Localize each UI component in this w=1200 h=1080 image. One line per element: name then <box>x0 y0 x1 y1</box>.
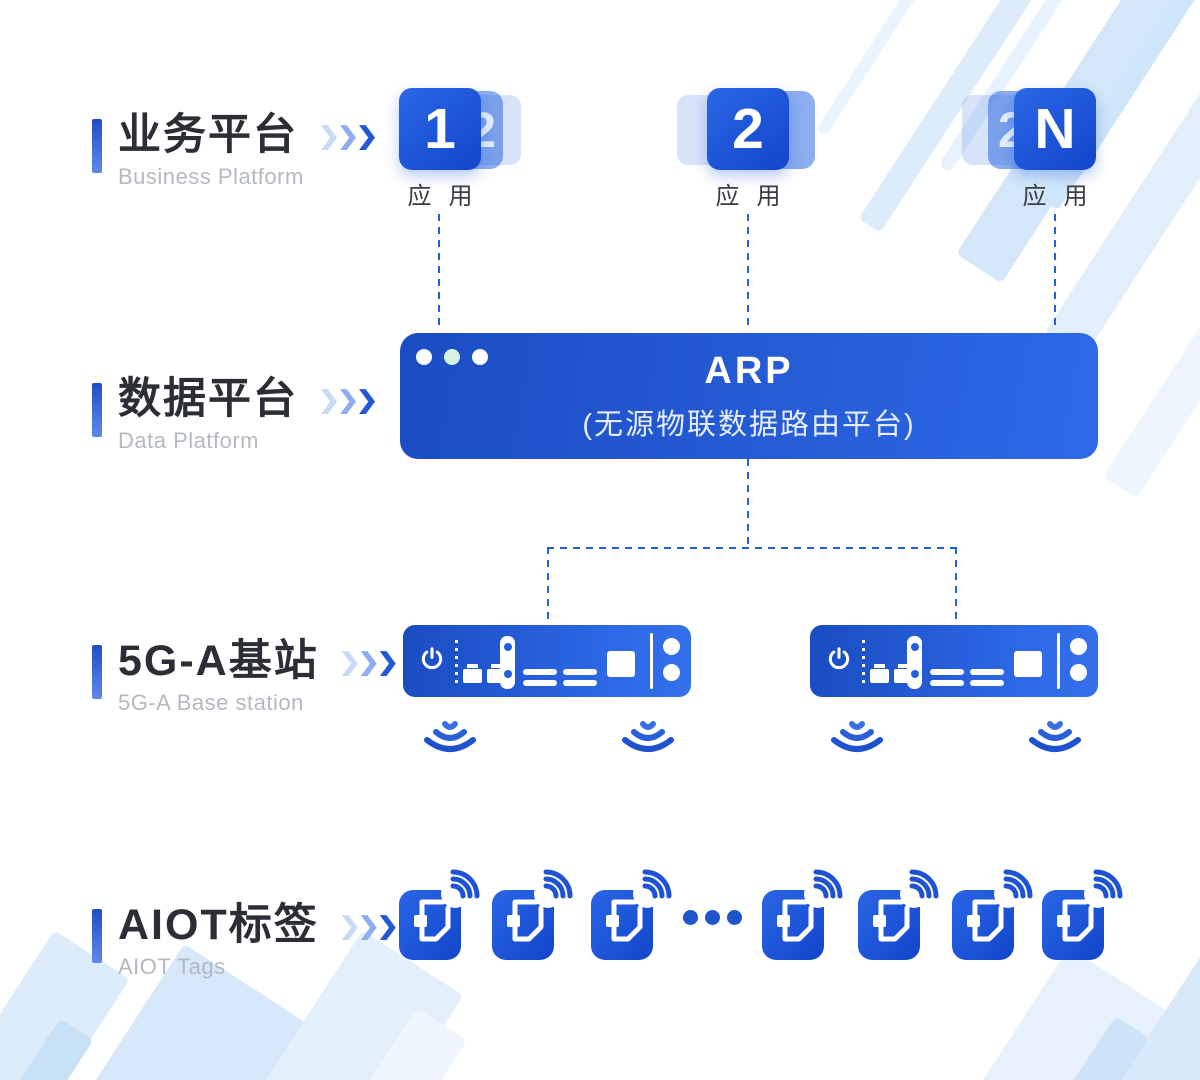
base-station-device <box>403 625 691 697</box>
section-title: AIOT标签 <box>118 901 319 949</box>
vent-slat-icon <box>523 680 557 686</box>
vent-slat-icon <box>930 669 964 675</box>
decor-stripe <box>900 947 1170 1080</box>
section-data-label: 数据平台 Data Platform <box>92 375 375 454</box>
window-dot-icon <box>472 349 488 365</box>
accent-bar <box>92 909 102 963</box>
wifi-signal-icon <box>1029 721 1081 752</box>
led-dot-icon <box>1070 664 1087 681</box>
app-icon-stack-n: 2 N <box>962 88 1102 182</box>
connector-arp-down <box>747 459 749 547</box>
aiot-tag-icon <box>399 869 480 960</box>
connector-branch <box>547 547 957 549</box>
connector-appn-arp <box>1054 214 1056 331</box>
decor-stripe <box>253 1007 467 1080</box>
port-square-icon <box>607 651 635 677</box>
connector-bs-left <box>547 547 549 625</box>
window-dot-icon <box>444 349 460 365</box>
led-dot-icon <box>663 638 680 655</box>
panel-divider <box>650 633 653 689</box>
app-number: N <box>1034 97 1076 161</box>
ellipsis-dot <box>683 910 698 925</box>
module-slot-icon <box>907 636 922 689</box>
aiot-tag-icon <box>858 869 939 960</box>
vent-slat-icon <box>930 680 964 686</box>
base-station-device <box>810 625 1098 697</box>
vent-slat-icon <box>523 669 557 675</box>
connector-app1-arp <box>438 214 440 331</box>
accent-bar <box>92 645 102 699</box>
accent-bar <box>92 119 102 173</box>
aiot-tag-icon <box>762 869 843 960</box>
app-number: 1 <box>424 97 456 161</box>
app-caption: 应用 <box>715 183 798 210</box>
triple-chevron-icon <box>339 651 396 677</box>
decor-stripe <box>0 1018 94 1080</box>
section-basestation-label: 5G-A基站 5G-A Base station <box>92 637 396 716</box>
section-title: 业务平台 <box>118 111 298 159</box>
vent-slat-icon <box>563 680 597 686</box>
section-subtitle: Business Platform <box>118 164 304 190</box>
vent-dots-icon <box>862 640 865 683</box>
app-number: 2 <box>732 97 764 161</box>
vent-slat-icon <box>970 669 1004 675</box>
power-icon <box>421 647 443 670</box>
triple-chevron-icon <box>318 125 375 151</box>
arp-title: ARP <box>704 349 794 392</box>
app-caption: 应用 <box>1022 183 1105 210</box>
module-slot-icon <box>500 636 515 689</box>
app-icon: 2 <box>707 88 789 170</box>
app-icon-stack-2: 1 2 <box>677 88 817 182</box>
arp-platform-box: ARP (无源物联数据路由平台) <box>400 333 1098 459</box>
aiot-tag-icon <box>1042 869 1123 960</box>
vent-dots-icon <box>455 640 458 683</box>
connector-bs-right <box>955 547 957 625</box>
decor-stripe <box>815 0 941 137</box>
section-title: 5G-A基站 <box>118 637 319 685</box>
accent-bar <box>92 383 102 437</box>
decor-stripe <box>1102 241 1200 499</box>
port-square-icon <box>1014 651 1042 677</box>
arp-subtitle: (无源物联数据路由平台) <box>582 408 916 441</box>
panel-divider <box>1057 633 1060 689</box>
section-subtitle: Data Platform <box>118 428 259 454</box>
section-subtitle: AIOT Tags <box>118 954 226 980</box>
aiot-tag-icon <box>952 869 1033 960</box>
triple-chevron-icon <box>339 915 396 941</box>
led-dot-icon <box>663 664 680 681</box>
aiot-tag-icon <box>492 869 573 960</box>
section-subtitle: 5G-A Base station <box>118 690 304 716</box>
decor-stripe <box>1001 1016 1149 1080</box>
ellipsis-dot <box>705 910 720 925</box>
app-icon: 1 <box>399 88 481 170</box>
section-title: 数据平台 <box>118 375 298 423</box>
ellipsis-dot <box>727 910 742 925</box>
triple-chevron-icon <box>318 389 375 415</box>
wifi-signal-icon <box>622 721 674 752</box>
window-dot-icon <box>416 349 432 365</box>
wifi-signal-icon <box>831 721 883 752</box>
wifi-signal-icon <box>424 721 476 752</box>
app-caption: 应用 <box>407 183 490 210</box>
app-icon: N <box>1014 88 1096 170</box>
aiot-tag-icon <box>591 869 672 960</box>
connector-app2-arp <box>747 214 749 331</box>
vent-slat-icon <box>970 680 1004 686</box>
power-icon <box>828 647 850 670</box>
port-icon <box>870 664 889 683</box>
app-icon-stack-1: 2 1 <box>399 88 539 182</box>
vent-slat-icon <box>563 669 597 675</box>
led-dot-icon <box>1070 638 1087 655</box>
section-business-label: 业务平台 Business Platform <box>92 111 375 190</box>
port-icon <box>463 664 482 683</box>
section-aiot-label: AIOT标签 AIOT Tags <box>92 901 396 980</box>
